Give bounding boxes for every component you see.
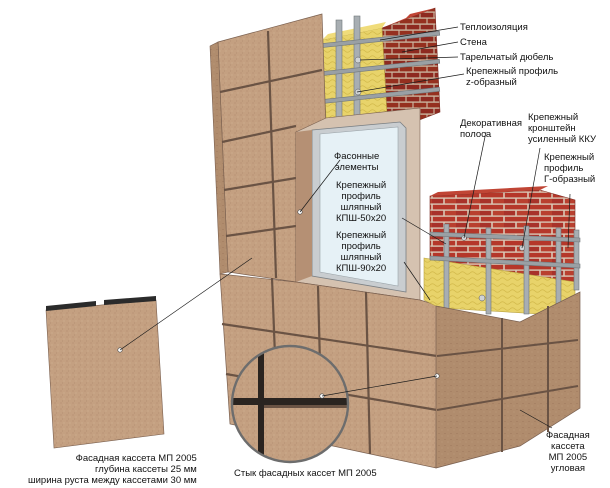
label-cassette-mp2005: Фасадная кассета МП 2005 глубина кассеты… bbox=[28, 453, 197, 486]
cassette-mp2005 bbox=[45, 296, 165, 449]
leader-lines bbox=[119, 26, 571, 429]
label-insulation: Теплоизоляция bbox=[460, 22, 528, 33]
window bbox=[295, 107, 421, 301]
label-wall: Стена bbox=[460, 37, 487, 48]
dowels-top bbox=[354, 56, 362, 96]
label-joint: Стык фасадных кассет МП 2005 bbox=[234, 468, 377, 479]
profiles-right bbox=[429, 223, 581, 319]
label-decor-strip: Декоративная полоса bbox=[460, 118, 523, 140]
joint-magnifier bbox=[230, 344, 350, 464]
label-corner-cassette: Фасадная кассета МП 2005 угловая bbox=[546, 430, 590, 474]
left-facade-block bbox=[209, 13, 327, 283]
label-g-profile: Крепежный профиль Г-образный bbox=[544, 152, 596, 185]
label-shaped-elements: Фасонные элементы bbox=[334, 151, 380, 173]
label-bracket: Крепежный кронштейн усиленный ККУ bbox=[528, 112, 597, 145]
label-kpsh90: Крепежный профиль шляпный КПШ-90х20 bbox=[336, 230, 387, 274]
label-z-profile: Крепежный профиль z-образный bbox=[466, 66, 559, 88]
label-kpsh50: Крепежный профиль шляпный КПШ-50х20 bbox=[336, 180, 387, 224]
insulation-right bbox=[423, 257, 576, 317]
label-dowel: Тарельчатый дюбель bbox=[460, 52, 554, 63]
right-facade-side bbox=[434, 291, 581, 469]
